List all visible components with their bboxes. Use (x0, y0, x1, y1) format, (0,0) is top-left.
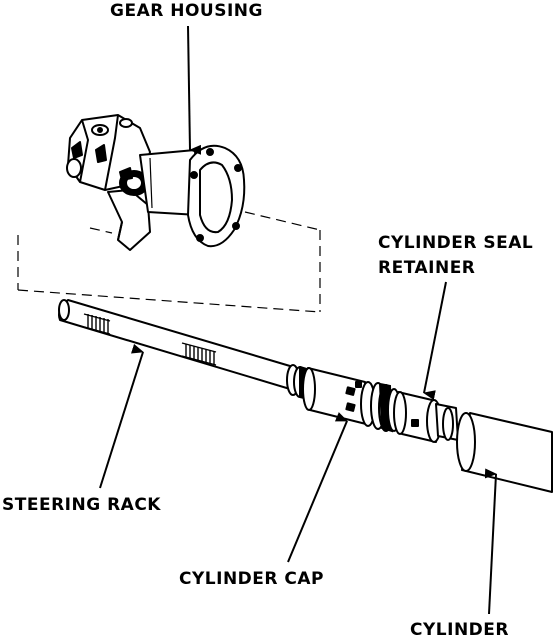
label-cylinder-cap: CYLINDER CAP (179, 569, 324, 589)
leader-arrows (99, 25, 497, 615)
arrow-cylinder (484, 468, 497, 615)
seal-rings (370, 382, 401, 433)
gear-housing (66, 114, 246, 251)
arrow-cylinder-cap (287, 412, 348, 563)
cylinder (456, 412, 553, 493)
cylinder-cap (286, 364, 376, 427)
steering-rack (58, 299, 301, 393)
arrow-steering-rack (99, 343, 144, 489)
arrow-seal-retainer (423, 281, 447, 401)
label-gear-housing: GEAR HOUSING (110, 1, 263, 21)
phantom-outline (17, 211, 321, 313)
label-cylinder: CYLINDER (410, 620, 509, 640)
label-steering-rack: STEERING RACK (2, 495, 161, 515)
cylinder-seal-retainer (393, 391, 459, 443)
label-cylinder-seal-line2: RETAINER (378, 258, 476, 278)
label-cylinder-seal-line1: CYLINDER SEAL (378, 233, 534, 253)
arrow-gear-housing (187, 25, 202, 155)
